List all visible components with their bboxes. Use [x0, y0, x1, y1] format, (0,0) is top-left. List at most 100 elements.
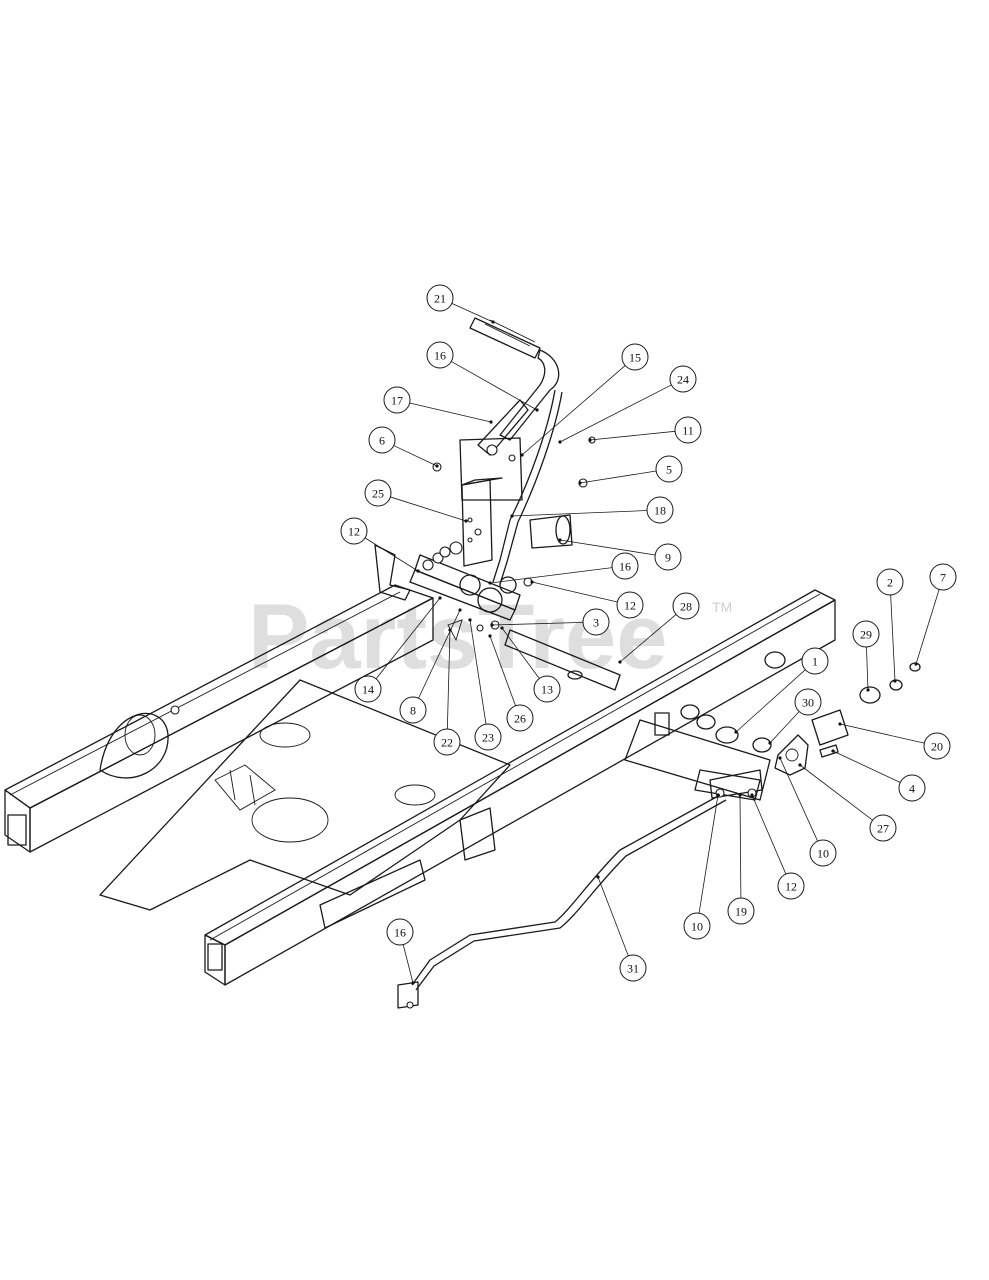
callout-bubble: [616, 591, 644, 619]
leader-arrowhead: [448, 628, 452, 632]
callout-leader: [375, 597, 441, 680]
callout-label: 7: [940, 571, 946, 585]
callout: 12: [530, 580, 644, 619]
callout-label: 6: [379, 434, 385, 448]
callout-label: 3: [593, 616, 599, 630]
callout: 8: [399, 608, 462, 724]
leader-arrowhead: [831, 749, 835, 753]
callout-leader: [501, 627, 540, 679]
leader-arrowhead: [520, 453, 524, 457]
callout-bubble: [655, 455, 683, 483]
callout-leader: [839, 723, 925, 744]
leader-arrowhead: [738, 793, 742, 797]
callout: 12: [340, 517, 420, 573]
callout-leader: [364, 537, 419, 572]
callout-leader: [451, 361, 538, 411]
lift-lever-arm: [477, 349, 560, 456]
callout-bubble: [669, 365, 697, 393]
callout-bubble: [727, 897, 755, 925]
rear-cross-member: [319, 807, 496, 929]
leader-arrowhead: [768, 741, 772, 745]
callout: 21: [426, 284, 495, 324]
leader-arrowhead: [488, 581, 492, 585]
callout: 22: [433, 628, 461, 756]
bushing-29: [859, 686, 881, 704]
callout-label: 29: [860, 628, 872, 642]
callout-bubble: [386, 918, 414, 946]
callout-bubble: [923, 732, 951, 760]
callout: 16: [488, 552, 639, 585]
callout: 31: [596, 875, 647, 982]
callout-leader: [451, 302, 494, 323]
leader-arrowhead: [411, 981, 415, 985]
spindle-27: [774, 734, 809, 776]
handle-grip: [469, 317, 541, 359]
frame-right-rail: [204, 589, 836, 986]
frame-left-rail: [4, 584, 434, 853]
callout-bubble: [399, 696, 427, 724]
callout-label: 18: [654, 504, 666, 518]
linkage-rod-28: [504, 629, 621, 691]
callout-label: 15: [629, 351, 641, 365]
callout-leader: [489, 635, 516, 706]
callout-bubble: [368, 426, 396, 454]
callout-label: 23: [482, 731, 494, 745]
callout-label: 30: [802, 696, 814, 710]
callout-label: 2: [887, 576, 893, 590]
callout-leader: [751, 794, 787, 875]
callout: 14: [354, 596, 442, 703]
callout-label: 24: [677, 373, 689, 387]
callout-bubble: [672, 592, 700, 620]
axle-bracket: [624, 712, 771, 801]
callout: 6: [368, 426, 439, 468]
callout: 1: [734, 647, 829, 734]
callout-bubble: [801, 647, 829, 675]
pivot-shaft: [409, 541, 521, 621]
link-rod-31: [397, 794, 727, 1009]
callout-leader: [418, 609, 461, 699]
callout-leader: [579, 470, 657, 484]
bracket-19: [709, 769, 763, 799]
callout-label: 1: [812, 655, 818, 669]
leader-arrowhead: [488, 634, 492, 638]
callout-bubble: [654, 543, 682, 571]
callout-leader: [390, 496, 467, 522]
callout: 29: [852, 620, 880, 692]
leader-arrowhead: [558, 538, 562, 542]
callout-bubble: [340, 517, 368, 545]
callout-bubble: [777, 872, 805, 900]
lever-bracket: [459, 437, 523, 501]
callout-label: 12: [348, 525, 360, 539]
callout: 12: [750, 793, 805, 900]
callout-bubble: [621, 343, 649, 371]
callout-bubble: [876, 568, 904, 596]
leader-arrowhead: [618, 660, 622, 664]
lever-link-rod: [492, 389, 563, 585]
pivot-support-tube: [461, 477, 503, 567]
leader-arrowhead: [838, 722, 842, 726]
callout-label: 14: [362, 683, 374, 697]
leader-arrowhead: [778, 756, 782, 760]
callout: 4: [831, 749, 926, 802]
callout: 15: [520, 343, 649, 457]
callout-leader: [589, 430, 676, 441]
left-bracket: [374, 544, 411, 601]
callout: 24: [558, 365, 697, 444]
callout-leader: [735, 669, 806, 733]
callout: 10: [778, 756, 837, 867]
callout-leader: [531, 581, 618, 603]
callout: 19: [727, 793, 755, 925]
callout-bubble: [809, 839, 837, 867]
leader-arrowhead: [464, 519, 468, 523]
callout: 26: [488, 634, 534, 732]
callout: 23: [468, 618, 502, 751]
callout-leader: [866, 646, 869, 691]
callout-leader: [469, 619, 487, 725]
frame-deck-plate: [99, 679, 511, 911]
leader-arrowhead: [416, 569, 420, 573]
callout-leader: [739, 794, 742, 899]
callout: 25: [364, 479, 468, 523]
leader-arrowhead: [578, 481, 582, 485]
callout-leader: [832, 750, 901, 783]
callout-label: 5: [666, 463, 672, 477]
